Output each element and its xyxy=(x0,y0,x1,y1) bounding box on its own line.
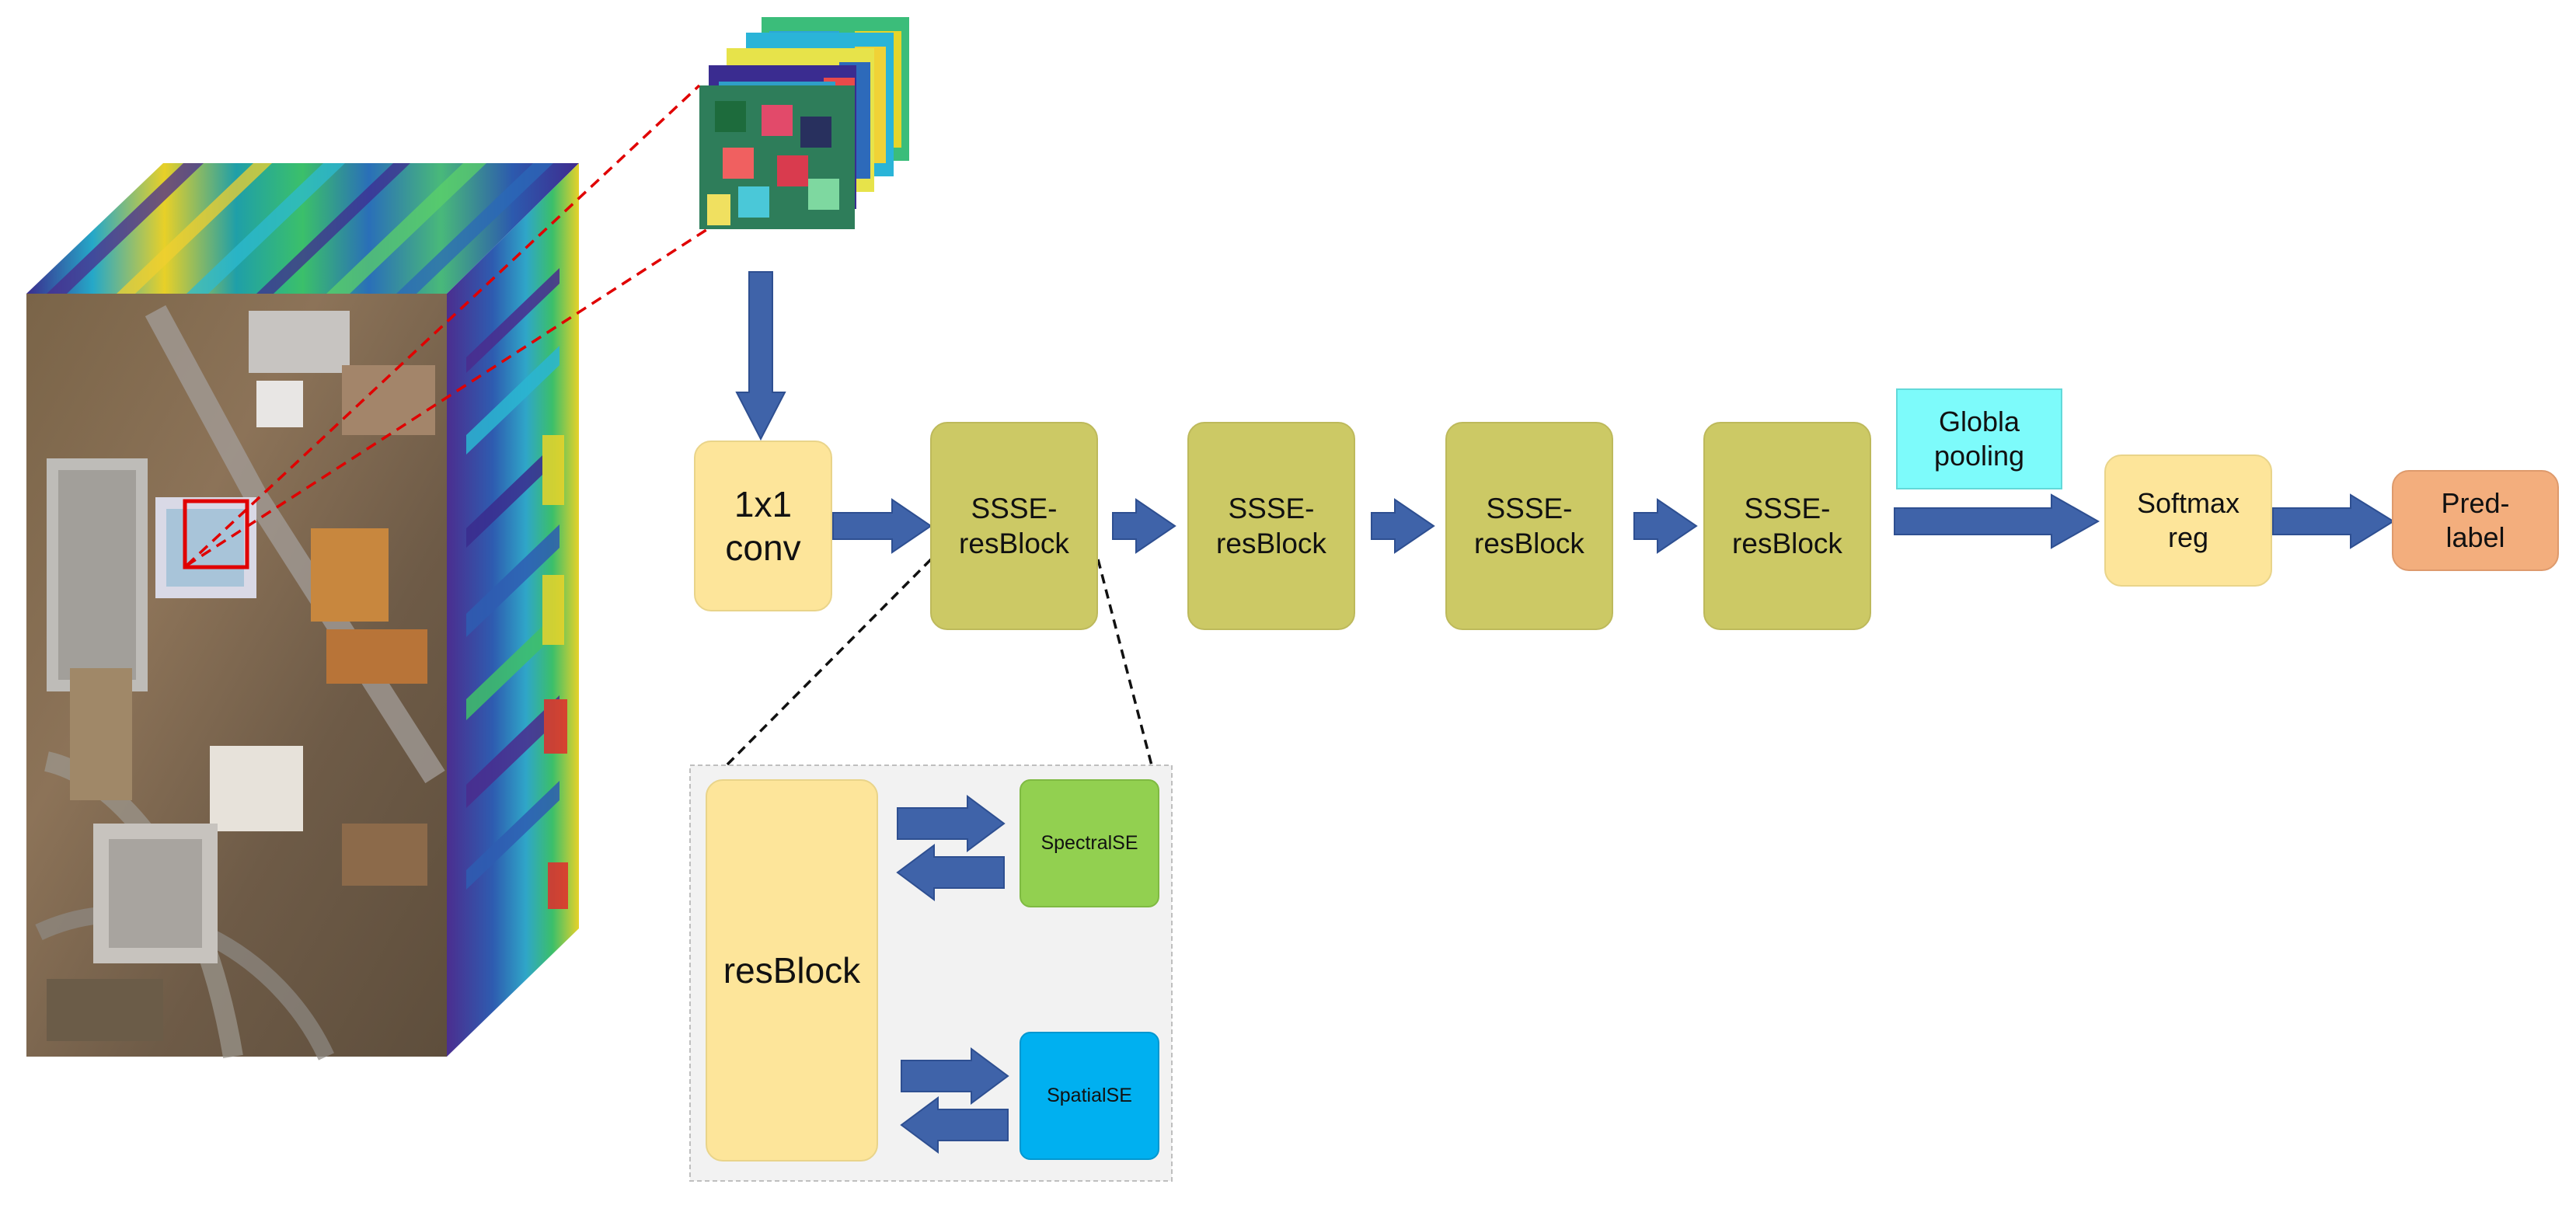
arrow-conv-to-ssse1 xyxy=(832,498,932,554)
arrow-ssse1-to-ssse2 xyxy=(1112,498,1176,554)
spectral-se-label: SpectralSE xyxy=(1041,832,1138,855)
arrow-to-spatial xyxy=(901,1047,1009,1105)
ssse-resblock-4: SSSE- resBlock xyxy=(1703,422,1871,630)
arrow-from-spatial xyxy=(900,1096,1009,1154)
softmax-label: Softmax reg xyxy=(2136,487,2240,553)
conv-node: 1x1 conv xyxy=(694,441,832,611)
selection-box xyxy=(183,499,249,569)
softmax-node: Softmax reg xyxy=(2104,454,2272,587)
ssse-resblock-2-label: SSSE- resBlock xyxy=(1216,492,1326,559)
global-pooling-label: Globla pooling xyxy=(1933,406,2025,472)
pred-label-text: Pred- label xyxy=(2441,487,2510,553)
arrow-ssse4-to-softmax xyxy=(1894,493,2100,549)
cube-side-stripes xyxy=(466,268,568,909)
detail-line-left xyxy=(725,558,932,767)
conv-node-label: 1x1 conv xyxy=(725,483,801,568)
arrow-ssse2-to-ssse3 xyxy=(1371,498,1435,554)
ssse-resblock-3-label: SSSE- resBlock xyxy=(1474,492,1584,559)
detail-line-right xyxy=(1096,559,1153,766)
ssse-resblock-1-label: SSSE- resBlock xyxy=(959,492,1069,559)
zoom-line-top xyxy=(185,84,701,567)
patch-layer-front xyxy=(699,85,855,229)
pred-label-node: Pred- label xyxy=(2392,470,2559,571)
ssse-resblock-1: SSSE- resBlock xyxy=(930,422,1098,630)
ssse-resblock-4-label: SSSE- resBlock xyxy=(1732,492,1842,559)
detail-resblock-label: resBlock xyxy=(723,949,861,991)
spatial-se-node: SpatialSE xyxy=(1020,1032,1159,1160)
ssse-resblock-2: SSSE- resBlock xyxy=(1187,422,1355,630)
spectral-se-node: SpectralSE xyxy=(1020,779,1159,907)
detail-resblock: resBlock xyxy=(706,779,878,1162)
arrow-patch-to-conv xyxy=(735,271,786,441)
cube-side-face xyxy=(447,163,579,1057)
arrow-from-spectral xyxy=(896,844,1005,901)
arrow-softmax-to-pred xyxy=(2272,493,2395,549)
ssse-resblock-3: SSSE- resBlock xyxy=(1445,422,1613,630)
spatial-se-label: SpatialSE xyxy=(1047,1085,1132,1107)
zoom-line-bottom xyxy=(186,225,712,567)
arrow-ssse3-to-ssse4 xyxy=(1633,498,1698,554)
cube-top-stripes xyxy=(47,163,553,294)
global-pooling-node: Globla pooling xyxy=(1896,388,2062,489)
arrow-to-spectral xyxy=(897,795,1006,852)
